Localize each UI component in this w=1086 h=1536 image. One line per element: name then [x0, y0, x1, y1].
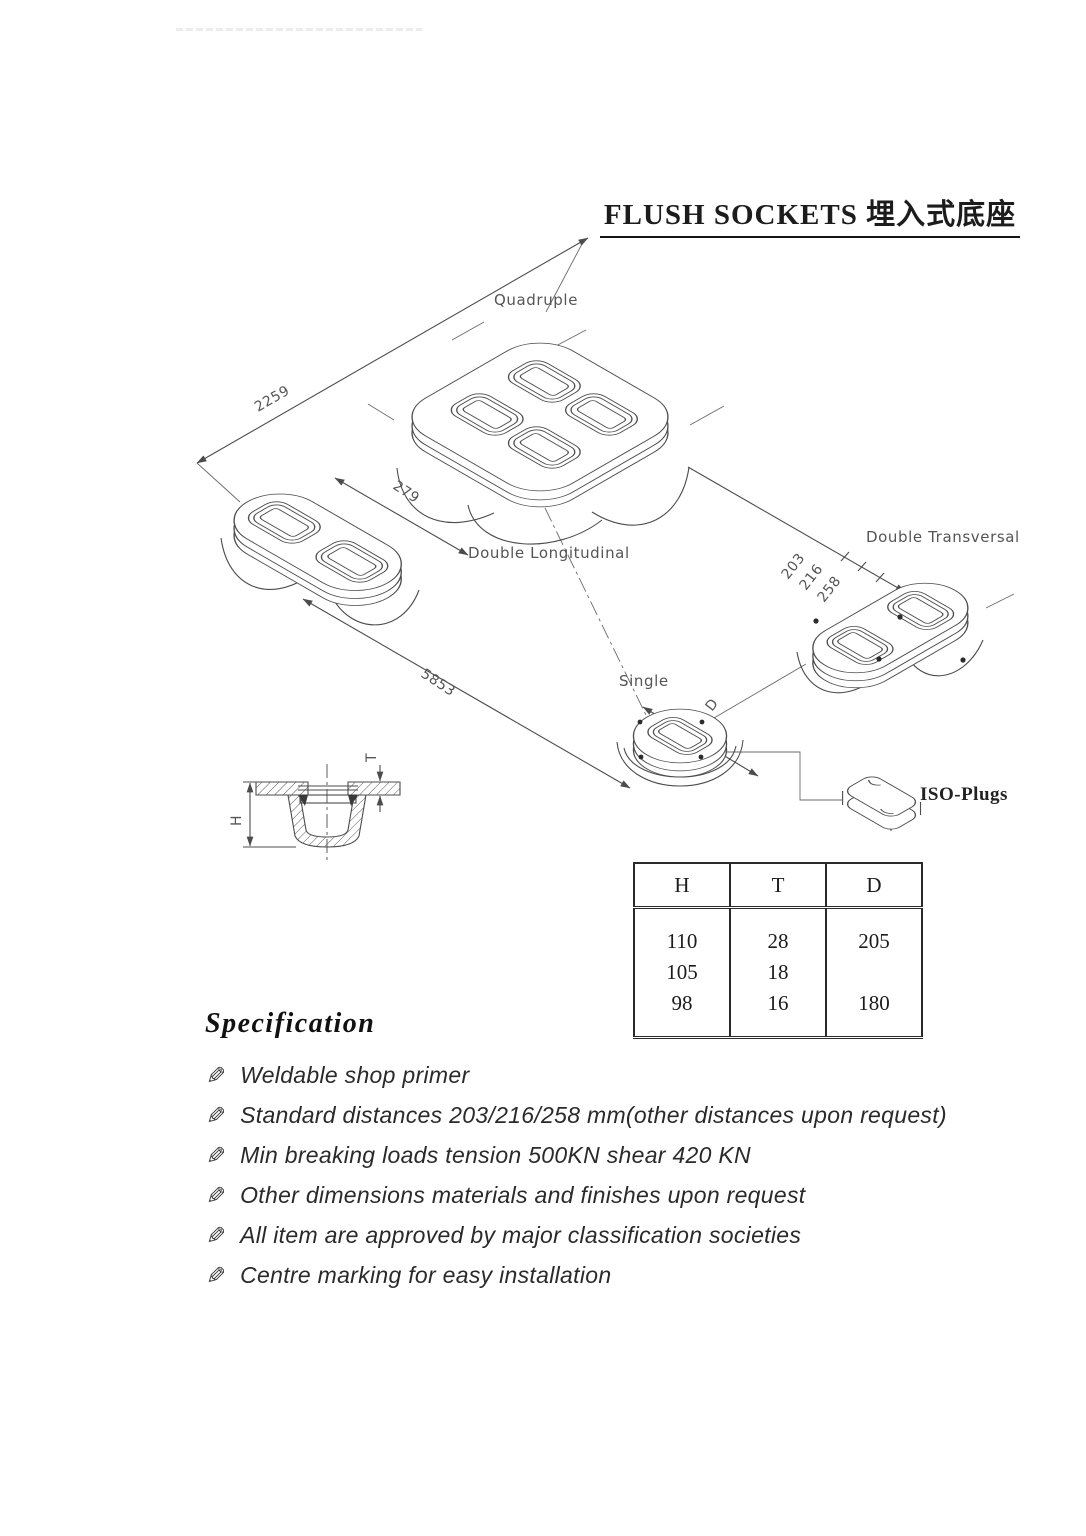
dim-h: H: [229, 815, 245, 826]
table-cell: 16: [729, 988, 827, 1039]
label-single: Single: [619, 672, 669, 690]
table-header-h: H: [633, 862, 731, 909]
table-cell: [825, 957, 923, 988]
double-longitudinal-socket: [220, 493, 420, 626]
table-row: 110 28 205: [633, 907, 923, 957]
label-double-longitudinal: Double Longitudinal: [468, 544, 630, 562]
pencil-icon: ✎: [206, 1141, 227, 1170]
single-socket: [616, 708, 744, 787]
list-item: ✎ All item are approved by major classif…: [206, 1221, 947, 1250]
spec-item-text: Other dimensions materials and finishes …: [240, 1182, 806, 1208]
spec-item-text: Min breaking loads tension 500KN shear 4…: [240, 1142, 751, 1168]
cross-section: [243, 764, 401, 862]
table-cell: 105: [633, 957, 731, 988]
spec-item-text: Centre marking for easy installation: [240, 1262, 612, 1288]
specification-heading: Specification: [205, 1008, 376, 1039]
spec-item-text: All item are approved by major classific…: [240, 1222, 802, 1248]
spec-item-text: Weldable shop primer: [240, 1062, 470, 1088]
table-row: 98 16 180: [633, 988, 923, 1039]
iso-plug: [842, 776, 922, 831]
pencil-icon: ✎: [206, 1101, 227, 1130]
table-cell: 180: [825, 988, 923, 1039]
label-double-transversal: Double Transversal: [866, 528, 1020, 546]
dimension-table: H T D 110 28 205 105 18 98 16 180: [633, 862, 923, 1039]
list-item: ✎ Min breaking loads tension 500KN shear…: [206, 1141, 947, 1170]
pencil-icon: ✎: [206, 1261, 227, 1290]
table-cell: 98: [633, 988, 731, 1039]
dim-5853: 5853: [418, 666, 458, 700]
page-title: FLUSH SOCKETS 埋入式底座: [600, 191, 1020, 239]
label-quadruple: Quadruple: [494, 291, 578, 309]
double-transversal-socket: [796, 582, 984, 694]
table-cell: 110: [633, 907, 731, 957]
table-cell: 18: [729, 957, 827, 988]
scan-artifact-line: [176, 28, 422, 31]
technical-drawing: Quadruple Double Longitudinal Double Tra…: [196, 237, 1020, 862]
dim-279: 279: [390, 478, 422, 507]
pencil-icon: ✎: [206, 1061, 227, 1090]
table-cell: 205: [825, 907, 923, 957]
table-row: 105 18: [633, 957, 923, 988]
table-header-t: T: [729, 862, 827, 909]
label-iso-plugs: ISO-Plugs: [920, 784, 1008, 805]
quadruple-socket: [396, 342, 690, 545]
list-item: ✎ Standard distances 203/216/258 mm(othe…: [206, 1101, 947, 1130]
spec-item-text: Standard distances 203/216/258 mm(other …: [240, 1102, 947, 1128]
pencil-icon: ✎: [206, 1181, 227, 1210]
dim-d: D: [703, 696, 723, 715]
list-item: ✎ Centre marking for easy installation: [206, 1261, 947, 1290]
table-cell: 28: [729, 907, 827, 957]
list-item: ✎ Weldable shop primer: [206, 1061, 947, 1090]
list-item: ✎ Other dimensions materials and finishe…: [206, 1181, 947, 1210]
dim-2259: 2259: [252, 383, 293, 416]
table-header-d: D: [825, 862, 923, 909]
specification-list: ✎ Weldable shop primer ✎ Standard distan…: [206, 1061, 947, 1290]
drawing-labels: Quadruple Double Longitudinal Double Tra…: [229, 291, 1020, 826]
dim-t: T: [364, 753, 380, 763]
pencil-icon: ✎: [206, 1221, 227, 1250]
